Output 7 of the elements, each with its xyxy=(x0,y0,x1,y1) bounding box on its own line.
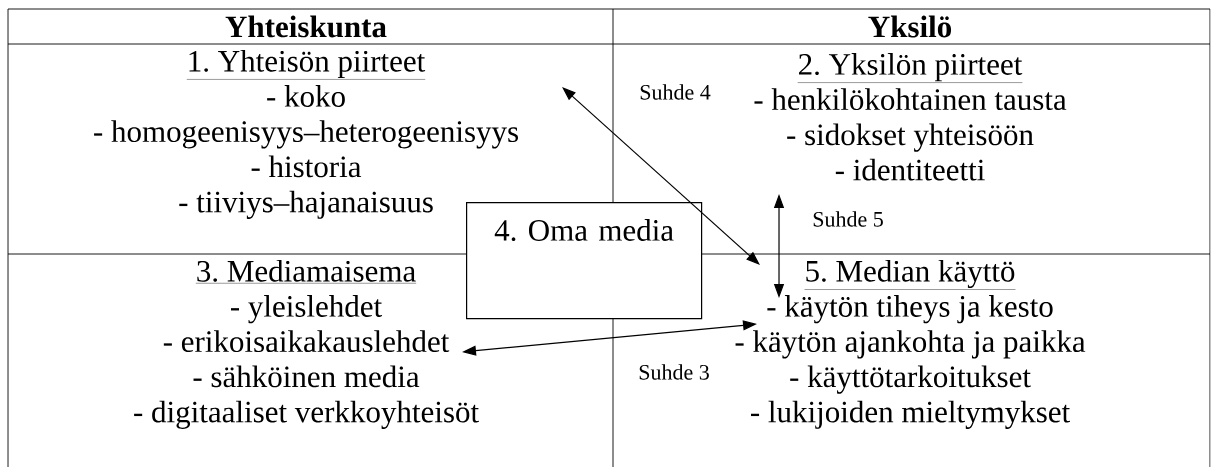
arrow xyxy=(562,87,760,265)
edge-label: Suhde 5 xyxy=(811,210,885,228)
text-block: 5. Median käyttö - käytön tiheys ja kesto - käytön ajankohta ja paikka - käyttötarkoitukset - lukijoiden mieltymykset xyxy=(735,259,1086,429)
text-block: 2. Yksilön piirteet - henkilökohtainen tausta - sidokset yhteisöön - identiteetti xyxy=(754,53,1067,181)
edge-label: Suhde 4 xyxy=(638,83,712,101)
process-box: 4. Oma media xyxy=(466,202,703,320)
edge-label: Suhde 3 xyxy=(637,363,711,381)
